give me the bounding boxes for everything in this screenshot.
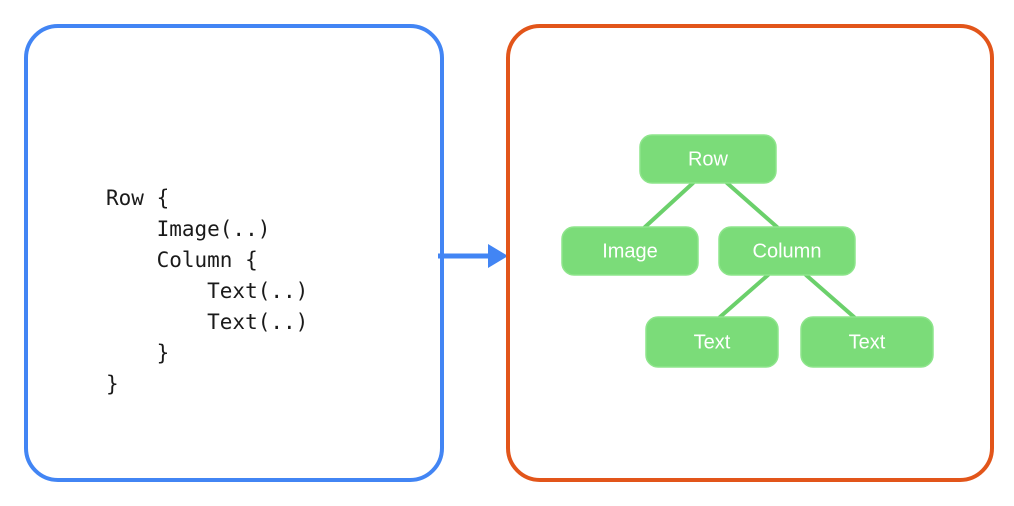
node-box-image	[561, 226, 699, 276]
code-snippet: Row { Image(..) Column { Text(..) Text(.…	[106, 186, 309, 396]
node-box-row	[639, 134, 777, 184]
edge-column-text2	[804, 273, 856, 319]
node-label-text-1: Text	[694, 331, 731, 353]
node-box-column	[718, 226, 856, 276]
node-label-column: Column	[753, 240, 822, 262]
tree-node-text-1[interactable]: Text	[645, 316, 779, 368]
tree-node-text-2[interactable]: Text	[800, 316, 934, 368]
composition-tree: Row Image Column Text Text	[561, 134, 934, 368]
edge-row-image	[643, 181, 695, 229]
node-label-text-2: Text	[849, 331, 886, 353]
node-box-text-2	[800, 316, 934, 368]
node-label-image: Image	[602, 240, 658, 262]
arrow-head	[488, 244, 508, 268]
edge-row-column	[725, 181, 779, 229]
tree-node-column[interactable]: Column	[718, 226, 856, 276]
code-panel: Row { Image(..) Column { Text(..) Text(.…	[24, 24, 444, 482]
node-label-row: Row	[688, 148, 729, 170]
tree-node-row[interactable]: Row	[639, 134, 777, 184]
edge-column-text1	[718, 273, 770, 319]
tree-node-image[interactable]: Image	[561, 226, 699, 276]
node-box-text-1	[645, 316, 779, 368]
transform-arrow	[438, 244, 508, 268]
